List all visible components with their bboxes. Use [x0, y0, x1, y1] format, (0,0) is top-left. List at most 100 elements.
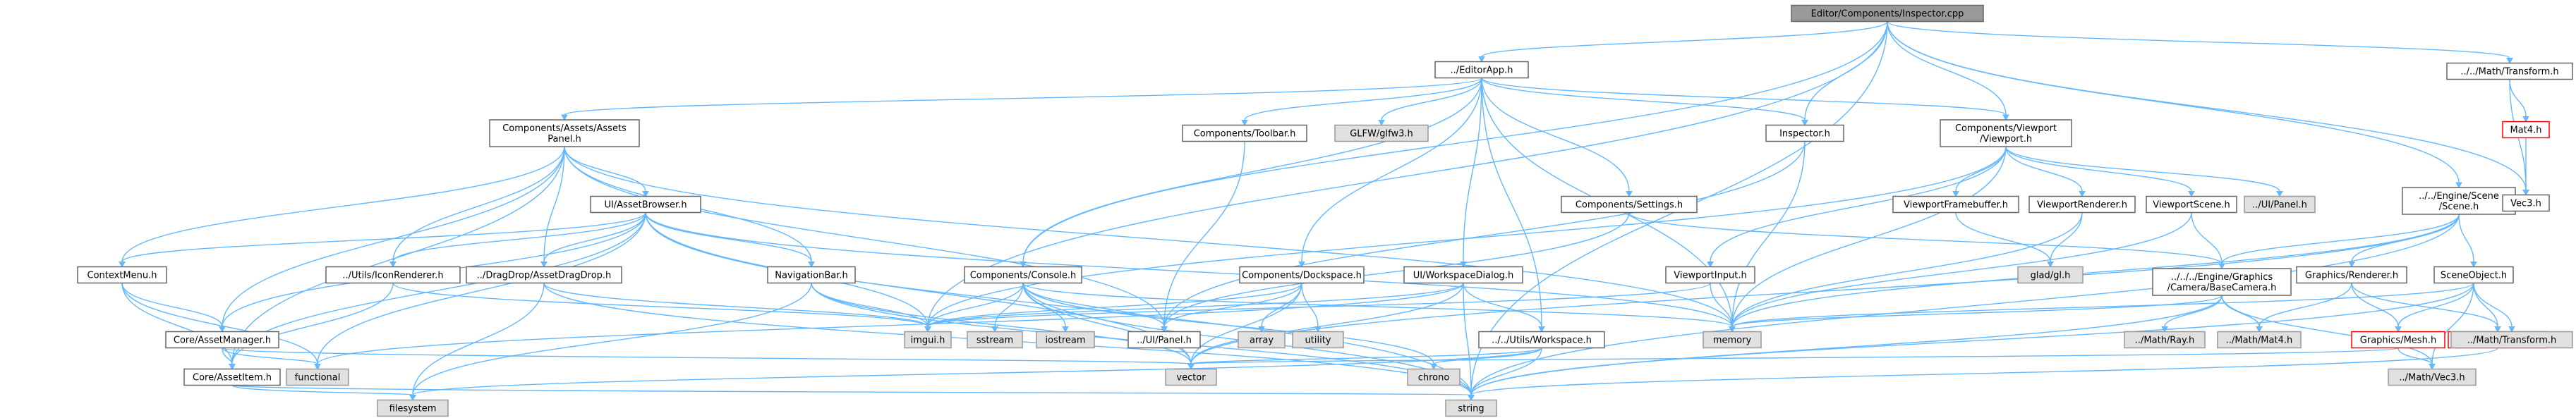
node-label: chrono [1418, 373, 1450, 383]
node-contextmenu[interactable]: ContextMenu.h [77, 266, 167, 284]
edge-arrowhead [1241, 120, 1248, 126]
node-functional[interactable]: functional [286, 368, 349, 386]
node-memory[interactable]: memory [1703, 331, 1762, 349]
node-assetmanager[interactable]: Core/AssetManager.h [165, 331, 279, 349]
node-assetitem[interactable]: Core/AssetItem.h [183, 368, 281, 386]
edge-line [1301, 78, 1482, 262]
edge-sceneobject-mathvec3 [2429, 283, 2474, 370]
node-label: Components/Viewport [1955, 123, 2057, 134]
node-mathtransform2[interactable]: ../Math/Transform.h [2450, 331, 2573, 349]
edge-line [222, 348, 233, 364]
node-label: ../../Utils/Workspace.h [1492, 336, 1592, 346]
node-dragdrop[interactable]: ../DragDrop/AssetDragDrop.h [466, 266, 622, 284]
edge-arrowhead [991, 326, 998, 333]
node-settings[interactable]: Components/Settings.h [1561, 195, 1698, 214]
node-uipanel2[interactable]: ../UI/Panel.h [1127, 331, 1201, 349]
node-dockspace[interactable]: Components/Dockspace.h [1239, 266, 1365, 284]
node-mat4[interactable]: Mat4.h [2502, 121, 2550, 139]
node-iconrenderer[interactable]: ../Utils/IconRenderer.h [325, 266, 461, 284]
node-label: UI/AssetBrowser.h [604, 200, 687, 211]
node-inspector[interactable]: Inspector.h [1765, 124, 1844, 142]
edge-assetbrowser-functional [314, 212, 646, 370]
node-vector[interactable]: vector [1165, 368, 1217, 386]
node-glad[interactable]: glad/gl.h [2017, 266, 2084, 284]
node-label: functional [295, 373, 341, 383]
node-box [2446, 62, 2573, 80]
node-console[interactable]: Components/Console.h [964, 266, 1082, 284]
edge-arrowhead [2047, 262, 2054, 268]
edge-editorapp-glfw [1378, 78, 1482, 126]
edge-viewport-viewportscene [2005, 146, 2195, 197]
node-transform[interactable]: ../../Math/Transform.h [2446, 62, 2573, 80]
node-glfw[interactable]: GLFW/glfw3.h [1334, 124, 1429, 142]
node-label: ../Math/Vec3.h [2399, 373, 2465, 383]
edge-line [2397, 283, 2474, 327]
edge-assetmanager-assetitem [222, 348, 236, 370]
node-imgui[interactable]: imgui.h [904, 331, 952, 349]
edge-line [222, 348, 318, 365]
edge-line [231, 384, 413, 396]
edge-line [1190, 283, 1302, 364]
edge-line [412, 283, 812, 395]
edge-line [1022, 283, 1192, 364]
node-editorapp[interactable]: ../EditorApp.h [1434, 61, 1529, 79]
node-iostream[interactable]: iostream [1036, 331, 1095, 349]
edge-viewportfb-glad [1955, 212, 2054, 268]
node-mathmat4[interactable]: ../Math/Mat4.h [2217, 331, 2302, 349]
node-chrono[interactable]: chrono [1407, 368, 1461, 386]
node-uipanel1[interactable]: ../UI/Panel.h [2244, 195, 2316, 214]
edge-sceneobject-gfxmesh [2395, 283, 2474, 333]
node-navbar[interactable]: NavigationBar.h [767, 266, 856, 284]
node-assetbrowser[interactable]: UI/AssetBrowser.h [590, 195, 701, 214]
node-sceneobject[interactable]: SceneObject.h [2433, 266, 2514, 284]
edge-scene-string [1468, 214, 2460, 401]
node-array[interactable]: array [1238, 331, 1286, 349]
edge-line [317, 283, 1464, 364]
node-label: /Camera/BaseCamera.h [2167, 283, 2277, 293]
node-sstream[interactable]: sstream [967, 331, 1023, 349]
edge-editorapp-inspector [1481, 78, 1808, 126]
node-utility[interactable]: utility [1292, 331, 1344, 349]
node-box [2351, 331, 2445, 349]
edge-wsdialog-workspace [1463, 283, 1545, 333]
node-vec3[interactable]: Vec3.h [2502, 194, 2550, 212]
node-label: filesystem [389, 404, 437, 414]
node-scene[interactable]: ../../Engine/Scene/Scene.h [2402, 187, 2516, 215]
edge-line [2191, 212, 2223, 264]
node-wsdialog[interactable]: UI/WorkspaceDialog.h [1403, 266, 1523, 284]
edge-arrowhead [314, 364, 321, 370]
node-box [2502, 194, 2550, 212]
edge-arrowhead [409, 395, 416, 401]
node-toolbar[interactable]: Components/Toolbar.h [1182, 124, 1307, 142]
edge-line [121, 283, 233, 364]
edge-line [1163, 141, 1245, 327]
node-label: Editor/Components/Inspector.cpp [1811, 9, 1964, 20]
node-gfxmesh[interactable]: Graphics/Mesh.h [2351, 331, 2445, 349]
node-gfxrenderer[interactable]: Graphics/Renderer.h [2296, 266, 2407, 284]
node-string[interactable]: string [1445, 399, 1497, 417]
node-basecamera[interactable]: ../../../Engine/Graphics/Camera/BaseCame… [2152, 268, 2292, 296]
node-filesystem[interactable]: filesystem [377, 399, 449, 417]
node-viewportscene[interactable]: ViewportScene.h [2146, 195, 2237, 214]
node-viewport[interactable]: Components/Viewport/Viewport.h [1940, 119, 2072, 147]
node-label: Components/Toolbar.h [1194, 129, 1296, 140]
edge-line [564, 146, 1165, 327]
node-label: Inspector.h [1779, 129, 1830, 140]
edge-line [1887, 21, 2527, 190]
edge-arrowhead [2276, 191, 2283, 197]
edge-line [1731, 212, 2083, 327]
edge-line [2005, 146, 2192, 192]
node-viewportinput[interactable]: ViewportInput.h [1665, 266, 1755, 284]
node-root[interactable]: Editor/Components/Inspector.cpp [1791, 4, 1984, 23]
edge-line [1887, 21, 2460, 183]
node-box [2146, 195, 2237, 214]
node-workspace[interactable]: ../../Utils/Workspace.h [1478, 331, 1605, 349]
node-viewportrenderer[interactable]: ViewportRenderer.h [2028, 195, 2136, 214]
edge-root-console [1020, 21, 1888, 268]
edge-line [1887, 21, 2007, 116]
node-mathray[interactable]: ../Math/Ray.h [2124, 331, 2206, 349]
node-viewportfb[interactable]: ViewportFramebuffer.h [1892, 195, 2019, 214]
node-label: Graphics/Mesh.h [2360, 336, 2436, 346]
node-mathvec3[interactable]: ../Math/Vec3.h [2388, 368, 2477, 386]
